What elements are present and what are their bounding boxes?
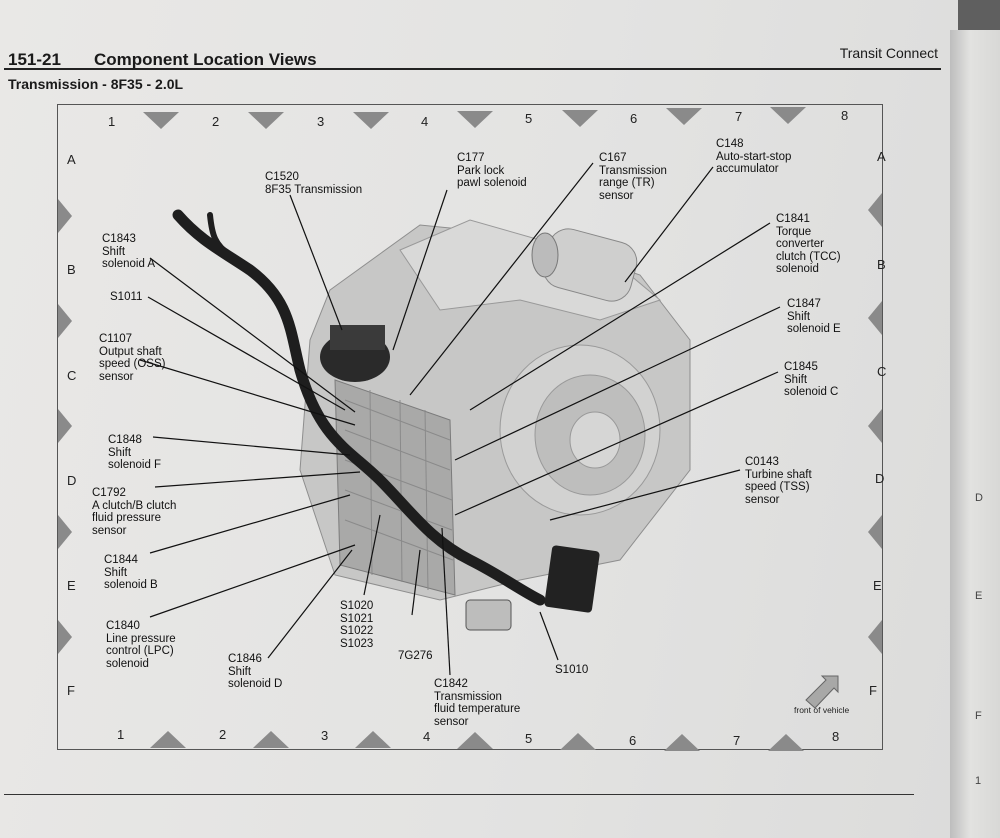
grid-marker-triangle: [150, 731, 186, 748]
col-label-bottom-5: 5: [525, 731, 533, 746]
front-of-vehicle-label: front of vehicle: [794, 705, 850, 715]
front-of-vehicle-arrow: [805, 675, 839, 709]
col-label-bottom-7: 7: [733, 733, 741, 748]
diagram-frame: [57, 104, 883, 750]
row-label-left-f: F: [67, 683, 75, 698]
grid-marker-triangle: [248, 112, 284, 129]
callout-7g276: 7G276: [398, 650, 433, 662]
row-label-left-e: E: [67, 578, 76, 593]
col-label-bottom-2: 2: [219, 727, 227, 742]
col-label-top-3: 3: [317, 114, 325, 129]
grid-marker-triangle: [868, 515, 882, 549]
callout-s1011: S1011: [110, 291, 143, 303]
vehicle-name: Transit Connect: [839, 45, 938, 61]
col-label-top-6: 6: [630, 111, 638, 126]
manual-page: 151-21 Component Location Views Transit …: [0, 0, 958, 838]
harness-connector: [544, 545, 600, 613]
col-label-top-8: 8: [841, 108, 849, 123]
col-label-top-7: 7: [735, 109, 743, 124]
grid-marker-triangle: [666, 108, 702, 125]
accumulator: [531, 228, 638, 302]
adjacent-page: D E F 1: [950, 30, 1000, 838]
grid-marker-triangle: [562, 110, 598, 127]
grid-marker-triangle: [253, 731, 289, 748]
grid-marker-triangle: [355, 731, 391, 748]
grid-marker-triangle: [457, 732, 493, 749]
col-label-bottom-1: 1: [117, 727, 125, 742]
row-label-right-a: A: [877, 149, 886, 164]
transmission-illustration: [139, 162, 839, 709]
temp-sensor-connector: [465, 599, 512, 631]
adjacent-page-letter-d: D: [975, 492, 983, 504]
grid-marker-triangle: [868, 193, 882, 227]
grid-marker-triangle: [58, 199, 72, 233]
adjacent-page-number: 1: [975, 775, 982, 787]
col-label-bottom-8: 8: [832, 729, 840, 744]
wiring-harness: [172, 209, 546, 606]
col-label-bottom-6: 6: [629, 733, 637, 748]
grid-marker-triangle: [868, 620, 882, 654]
grid-marker-triangle: [664, 734, 700, 751]
row-label-right-d: D: [875, 471, 885, 486]
adjacent-page-letter-f: F: [975, 710, 982, 722]
col-label-bottom-4: 4: [423, 729, 431, 744]
col-label-top-5: 5: [525, 111, 533, 126]
grid-marker-triangle: [560, 733, 596, 750]
footer-rule: [4, 794, 914, 795]
grid-marker-triangle: [457, 111, 493, 128]
row-label-left-c: C: [67, 368, 77, 383]
grid-marker-triangle: [58, 304, 72, 338]
row-label-right-f: F: [869, 683, 877, 698]
section-title: Component Location Views: [94, 50, 317, 69]
row-label-left-b: B: [67, 262, 76, 277]
grid-marker-triangle: [58, 409, 72, 443]
adjacent-page-letter-e: E: [975, 590, 983, 602]
grid-marker-triangle: [768, 734, 804, 751]
row-label-right-b: B: [877, 257, 886, 272]
row-label-right-e: E: [873, 578, 882, 593]
grid-marker-triangle: [868, 409, 882, 443]
col-label-top-4: 4: [421, 114, 429, 129]
valve-body-grid: [344, 389, 454, 591]
section-number: 151-21: [8, 50, 61, 69]
col-label-top-2: 2: [212, 114, 220, 129]
callout-s1010: S1010: [555, 664, 589, 676]
grid-marker-triangle: [58, 515, 72, 549]
grid-marker-triangle: [58, 620, 72, 654]
page-subtitle: Transmission - 8F35 - 2.0L: [8, 76, 184, 92]
grid-marker-triangle: [868, 301, 882, 335]
col-label-top-1: 1: [108, 114, 116, 129]
grid-marker-triangle: [770, 107, 806, 124]
header-rule: [4, 68, 941, 70]
row-label-left-d: D: [67, 473, 77, 488]
grid-marker-triangle: [143, 112, 179, 129]
col-label-bottom-3: 3: [321, 728, 329, 743]
grid-marker-triangle: [353, 112, 389, 129]
row-label-left-a: A: [67, 152, 76, 167]
row-label-right-c: C: [877, 364, 887, 379]
